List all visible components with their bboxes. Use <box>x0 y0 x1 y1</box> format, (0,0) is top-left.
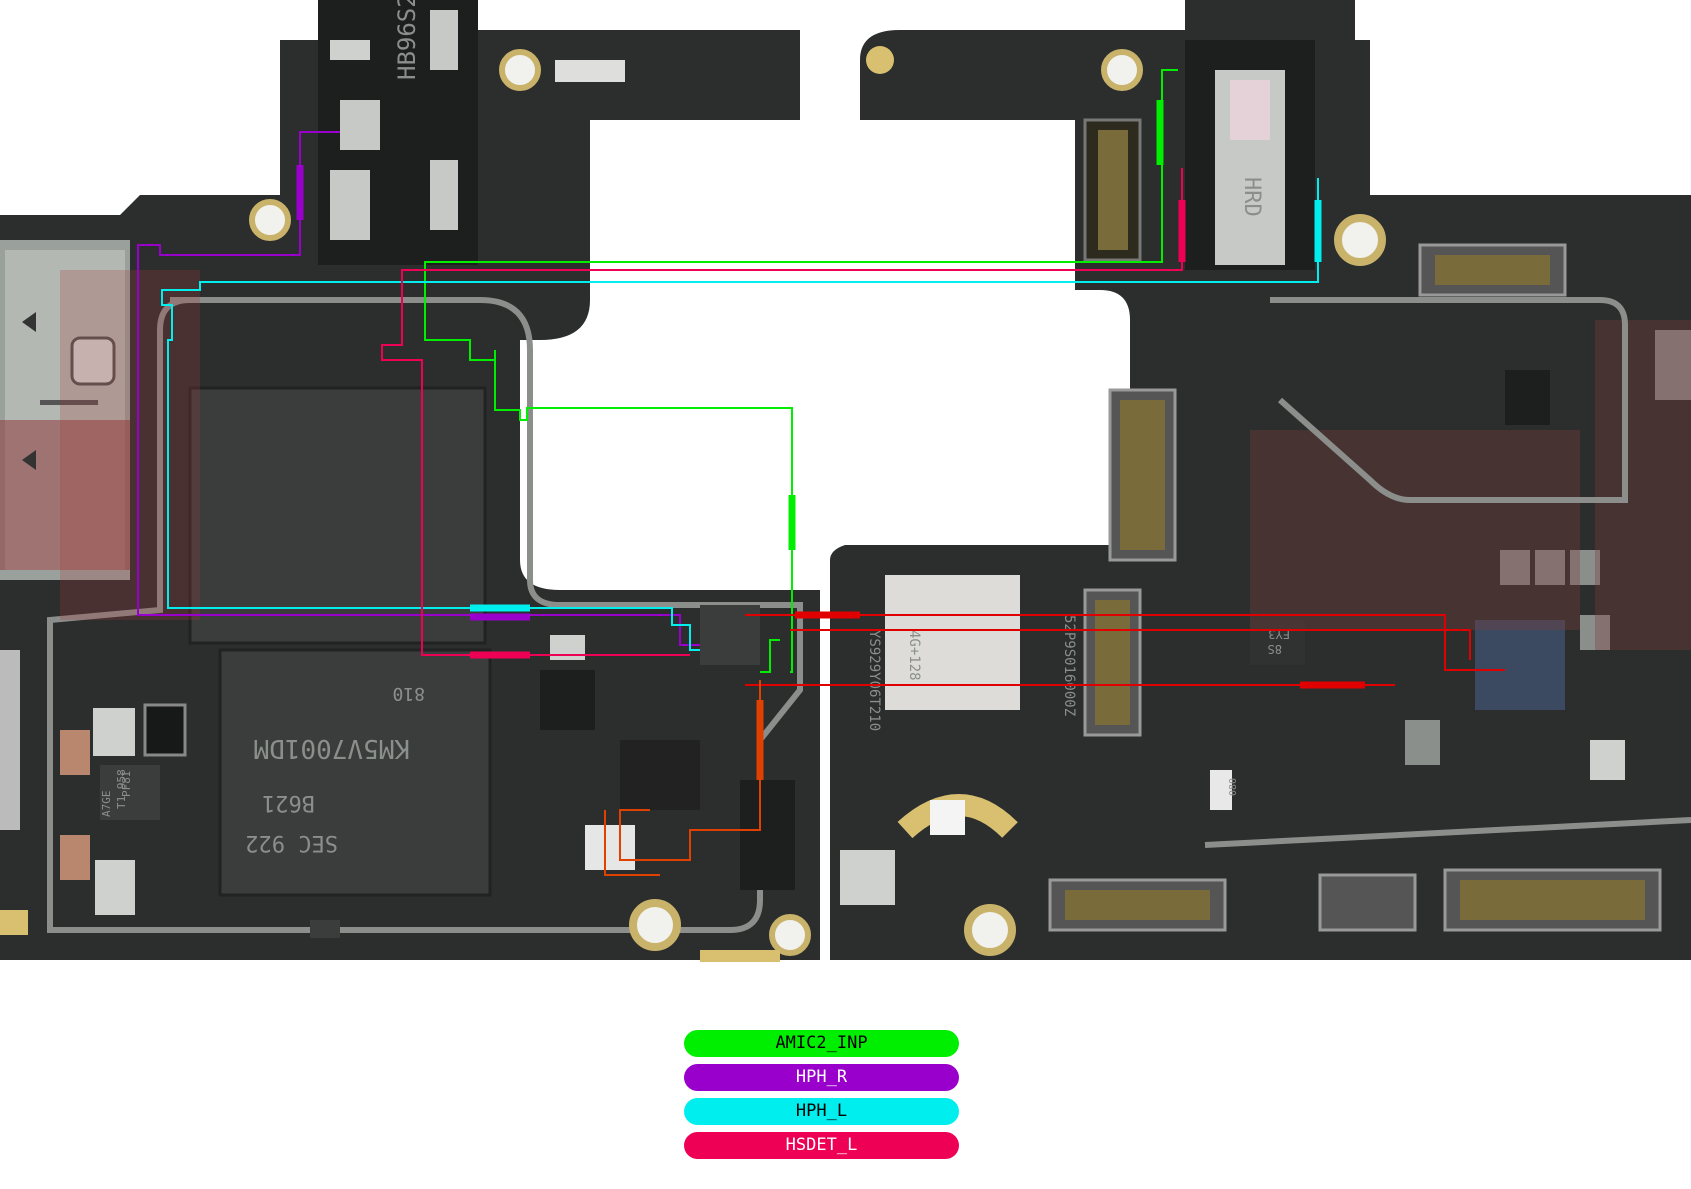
trace-hph-l <box>161 178 1322 651</box>
trace-amic2-inp <box>424 69 1178 673</box>
legend-hph-r: HPH_R <box>684 1064 959 1091</box>
board-code: 4G+128 <box>906 630 922 681</box>
ic-marking-1: PF8I <box>120 771 133 798</box>
trace-hph-r <box>137 131 700 646</box>
board-code-2: YS929Y06T210 <box>866 630 882 731</box>
trace-other-orange <box>604 680 764 876</box>
legend-label: AMIC2_INP <box>775 1033 868 1053</box>
legend-amic2-inp: AMIC2_INP <box>684 1030 959 1057</box>
jack-code-2: HRD <box>1239 177 1264 217</box>
trace-other-red <box>745 611 1505 689</box>
legend-label: HPH_L <box>795 1101 848 1121</box>
right-board: HRD 4G+128 YS929Y06T210 52P9S016000Z EY3… <box>830 0 1691 960</box>
memory-marking-3: SEC 922 <box>245 830 338 855</box>
legend-label: HSDET_L <box>785 1135 858 1155</box>
ic-marking-2: T1 958 <box>115 769 128 809</box>
chip-080: 080 <box>1228 778 1239 796</box>
legend-label: HPH_R <box>795 1067 848 1087</box>
legend-hph-l: HPH_L <box>684 1098 959 1125</box>
left-board: KM5V7001DM B621 SEC 922 810 HB96S2A PF8I… <box>0 0 820 962</box>
memory-marking-1: KM5V7001DM <box>253 733 410 763</box>
ic-marking-3: A7GE <box>100 791 113 818</box>
legend-hsdet-l: HSDET_L <box>684 1132 959 1159</box>
trace-hsdet-l <box>381 168 1186 659</box>
jack-code: HB96S2A <box>393 0 421 80</box>
board-code-3: 52P9S016000Z <box>1061 615 1077 716</box>
small-ic-marking-2: 8S <box>1268 642 1282 656</box>
memory-marking-2: B621 <box>262 790 315 815</box>
trace-overlay <box>137 69 1505 876</box>
net-legend: AMIC2_INP HPH_R HPH_L HSDET_L <box>684 1030 959 1166</box>
memory-marking-4: 810 <box>392 683 425 704</box>
